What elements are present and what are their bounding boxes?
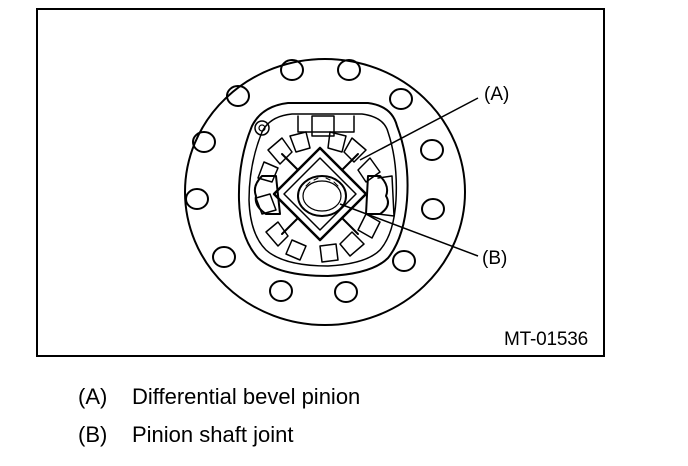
leader-line-b [339,203,479,257]
bevel-gear-teeth [255,131,381,263]
differential-case-illustration [184,58,466,326]
callout-label-a: (A) [484,84,510,105]
legend-label: Differential bevel pinion [132,384,361,409]
legend-row: (A) Differential bevel pinion [78,384,360,410]
callout-label-b: (B) [482,248,508,269]
legend-key: (A) [78,384,108,409]
legend-row: (B) Pinion shaft joint [78,422,293,448]
pinion-shaft-joint [272,146,368,242]
case-boss [254,120,270,136]
differential-case [237,102,409,277]
leader-line-a [359,97,479,161]
bolt-holes [185,59,445,303]
ring-gear-flange [184,58,466,326]
splined-bore [297,175,347,217]
legend-label: Pinion shaft joint [132,422,294,447]
figure-frame [36,8,605,357]
figure-code: MT-01536 [504,329,588,350]
legend-key: (B) [78,422,108,447]
